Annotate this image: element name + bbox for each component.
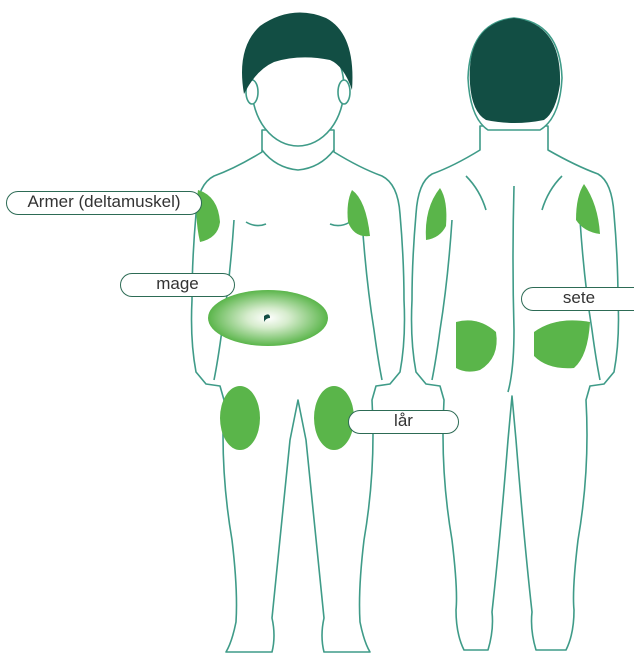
front-body-outline [192,130,405,652]
label-thighs: lår [348,410,459,434]
back-hair [470,18,560,123]
label-arms: Armer (deltamuskel) [6,191,202,215]
label-buttocks: sete [521,287,634,311]
label-belly: mage [120,273,235,297]
front-ear-right [338,80,350,104]
zone-thigh-left [220,386,260,450]
